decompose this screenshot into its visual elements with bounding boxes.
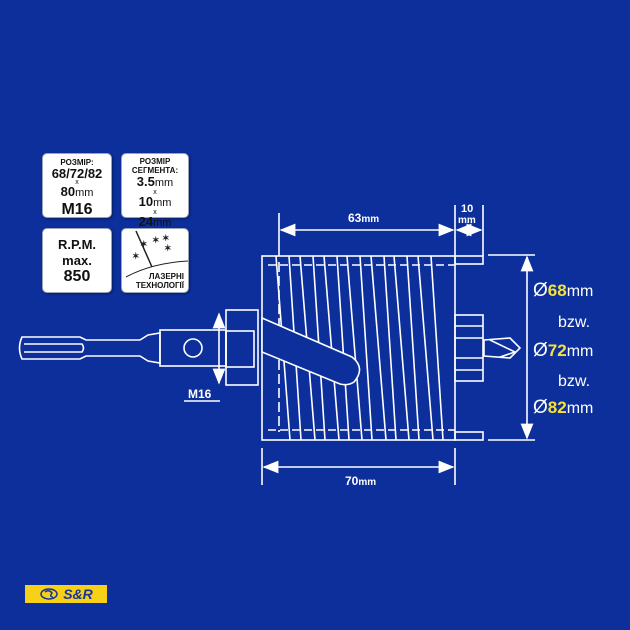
size-title: РОЗМІР:: [60, 158, 94, 167]
laser-icon: ✶✶✶✶✶: [125, 230, 189, 278]
logo-emblem-icon: [40, 588, 58, 600]
laser-label-2: ТЕХНОЛОГІЇ: [135, 281, 184, 290]
pilot-drill: [483, 337, 522, 359]
size-thread: M16: [61, 201, 93, 218]
size-info-box: РОЗМІР: 68/72/82 x 80mm M16: [42, 153, 112, 218]
brand-logo: S&R: [25, 585, 107, 603]
size-diameters: 68/72/82: [51, 166, 103, 181]
segment-d3: 24: [138, 214, 154, 229]
or-label: bzw.: [558, 373, 590, 390]
svg-text:✶: ✶: [140, 239, 148, 249]
length-10-unit: mm: [458, 215, 476, 226]
times-sign: x: [75, 179, 79, 186]
segment-d2: 10: [138, 194, 154, 209]
rpm-label: R.P.M.: [57, 237, 97, 252]
or-label: bzw.: [558, 314, 590, 331]
diameter-labels: Ø68mm bzw. Ø72mm bzw. Ø82mm: [533, 280, 593, 418]
diameter-72: Ø72mm: [533, 340, 593, 361]
brand-name: S&R: [63, 586, 93, 602]
segment-info-box: РОЗМІР СЕГМЕНТА: 3.5mm x 10mm x 24mm: [121, 153, 189, 229]
unit: mm: [153, 217, 172, 229]
laser-label-1: ЛАЗЕРНІ: [148, 272, 184, 281]
svg-text:✶: ✶: [152, 235, 160, 245]
size-length-unit: mm: [75, 187, 94, 199]
length-70-label: 70mm: [345, 474, 376, 488]
sds-shank: [18, 309, 259, 386]
segment-title-2: СЕГМЕНТА:: [131, 166, 179, 175]
length-63-label: 63mm: [348, 211, 379, 225]
length-10-label: 10: [461, 203, 473, 215]
rpm-max: max.: [62, 253, 92, 268]
segment-title-1: РОЗМІР: [139, 157, 171, 166]
diameter-82: Ø82mm: [533, 397, 593, 418]
segment-d1: 3.5: [136, 174, 155, 189]
times-sign: x: [153, 209, 157, 216]
laser-info-box: ✶✶✶✶✶ ЛАЗЕРНІ ТЕХНОЛОГІЇ: [121, 228, 189, 293]
rpm-info-box: R.P.M. max. 850: [42, 228, 112, 293]
svg-text:✶: ✶: [162, 233, 170, 243]
diameter-68: Ø68mm: [533, 280, 593, 301]
times-sign: x: [153, 189, 157, 196]
svg-text:✶: ✶: [132, 251, 140, 261]
core-body: [261, 255, 522, 441]
unit: mm: [154, 177, 174, 189]
size-length: 80: [60, 184, 76, 199]
unit: mm: [153, 197, 172, 209]
shank-hole: [183, 338, 203, 358]
thread-label: M16: [188, 387, 212, 401]
core-slot: [261, 316, 361, 386]
svg-text:✶: ✶: [164, 243, 172, 253]
rpm-value: 850: [63, 268, 91, 285]
